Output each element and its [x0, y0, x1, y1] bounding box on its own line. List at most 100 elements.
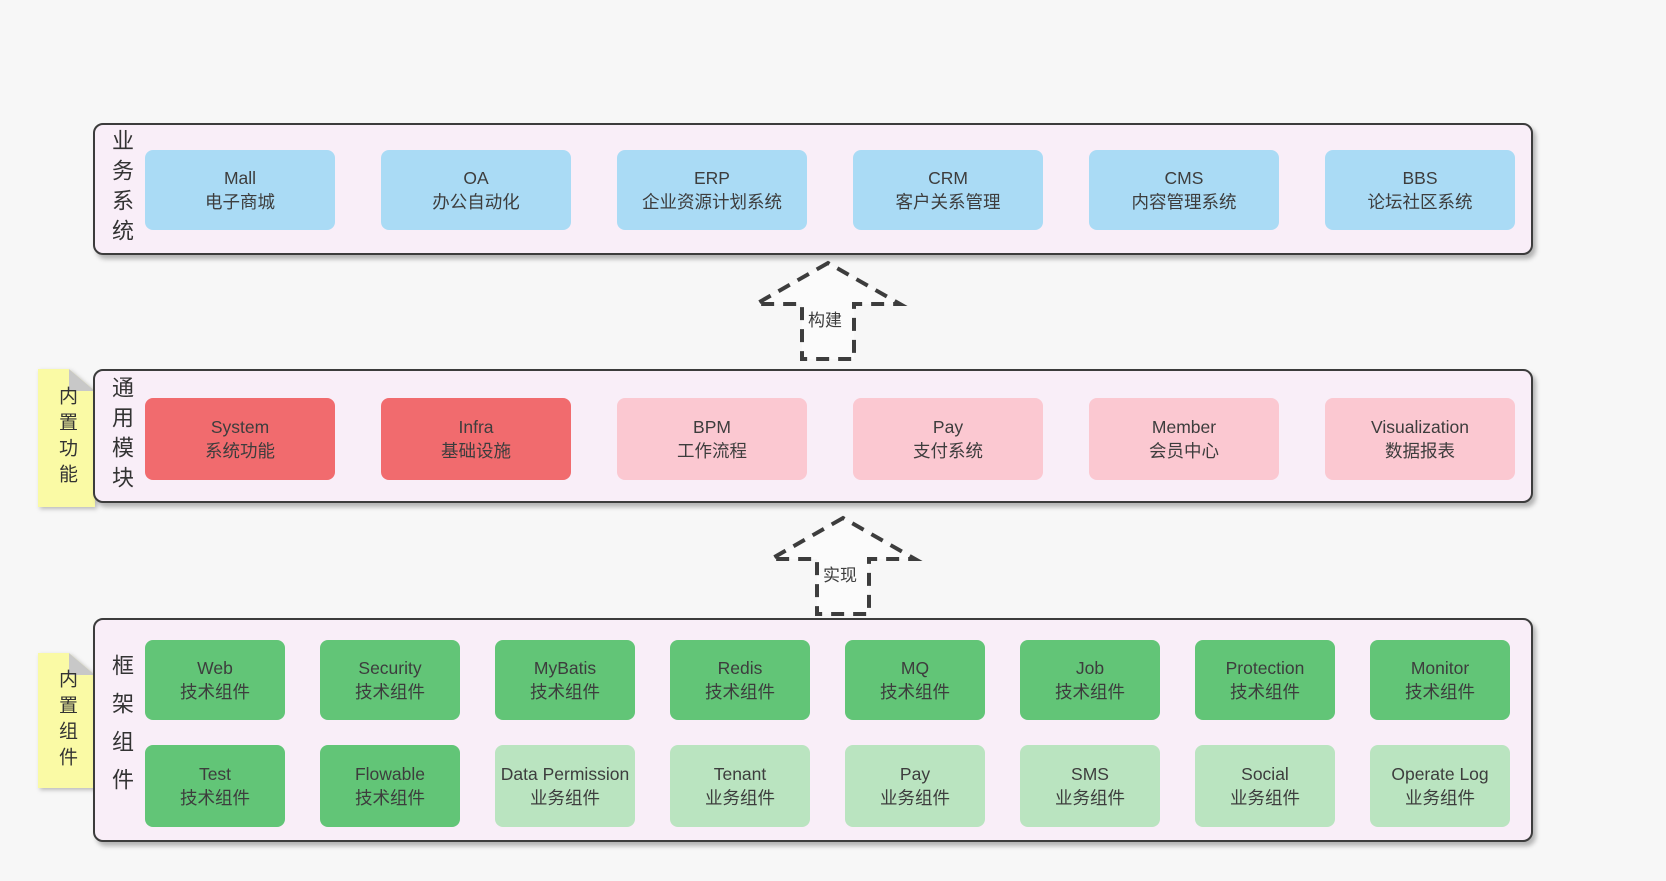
box-title: Monitor [1410, 657, 1470, 678]
box-security: Security 技术组件 [320, 640, 460, 720]
panel-common-modules: 通用模块 System 系统功能 Infra 基础设施 BPM 工作流程 Pay… [93, 369, 1533, 503]
box-visualization: Visualization 数据报表 [1325, 398, 1515, 480]
box-mybatis: MyBatis 技术组件 [495, 640, 635, 720]
box-title: Web [197, 657, 233, 678]
panel-title-common-modules: 通用模块 [109, 376, 134, 496]
box-subtitle: 技术组件 [1405, 682, 1475, 702]
box-title: CRM [928, 167, 968, 188]
box-title: Pay [899, 763, 931, 784]
box-tenant: Tenant 业务组件 [670, 745, 810, 827]
box-subtitle: 技术组件 [530, 682, 600, 702]
box-title: OA [463, 167, 489, 188]
box-cms: CMS 内容管理系统 [1089, 150, 1279, 230]
arrow-implement-label: 实现 [819, 560, 861, 587]
box-subtitle: 会员中心 [1149, 441, 1219, 461]
box-title: Tenant [713, 763, 767, 784]
box-subtitle: 客户关系管理 [895, 192, 1001, 212]
box-title: Test [198, 763, 232, 784]
box-subtitle: 论坛社区系统 [1367, 192, 1473, 212]
box-subtitle: 数据报表 [1385, 441, 1455, 461]
box-subtitle: 技术组件 [1055, 682, 1125, 702]
tag-label: 内置组件 [56, 668, 77, 773]
panel-title-business-systems: 业务系统 [109, 129, 134, 249]
box-title: Infra [458, 416, 494, 437]
box-subtitle: 业务组件 [1055, 788, 1125, 808]
box-title: CMS [1164, 167, 1204, 188]
box-title: Pay [932, 416, 964, 437]
box-infra: Infra 基础设施 [381, 398, 571, 480]
tag-built-in-components: 内置组件 [38, 653, 95, 788]
box-subtitle: 业务组件 [705, 788, 775, 808]
box-subtitle: 支付系统 [913, 441, 983, 461]
business-systems-row: Mall 电子商城 OA 办公自动化 ERP 企业资源计划系统 CRM 客户关系… [145, 150, 1515, 230]
box-title: Job [1075, 657, 1105, 678]
box-subtitle: 业务组件 [530, 788, 600, 808]
box-title: Data Permission [500, 763, 630, 784]
framework-row-1: Web 技术组件 Security 技术组件 MyBatis 技术组件 Redi… [145, 640, 1510, 720]
tag-label: 内置功能 [56, 386, 77, 490]
box-sms: SMS 业务组件 [1020, 745, 1160, 827]
sticky-note: 内置功能 [38, 369, 95, 507]
box-test: Test 技术组件 [145, 745, 285, 827]
box-title: BPM [693, 416, 731, 437]
common-modules-row: System 系统功能 Infra 基础设施 BPM 工作流程 Pay 支付系统… [145, 398, 1515, 480]
box-title: Redis [717, 657, 763, 678]
box-subtitle: 技术组件 [180, 682, 250, 702]
tag-built-in-features: 内置功能 [38, 369, 95, 507]
box-subtitle: 技术组件 [705, 682, 775, 702]
box-subtitle: 内容管理系统 [1131, 192, 1237, 212]
box-subtitle: 业务组件 [1230, 788, 1300, 808]
box-subtitle: 系统功能 [205, 441, 275, 461]
box-title: Flowable [354, 763, 426, 784]
box-title: Visualization [1371, 416, 1469, 437]
box-title: System [210, 416, 270, 437]
box-subtitle: 技术组件 [180, 788, 250, 808]
box-member: Member 会员中心 [1089, 398, 1279, 480]
box-bbs: BBS 论坛社区系统 [1325, 150, 1515, 230]
box-erp: ERP 企业资源计划系统 [617, 150, 807, 230]
box-mq: MQ 技术组件 [845, 640, 985, 720]
panel-title-framework-components: 框架组件 [109, 654, 134, 806]
panel-framework-components: 框架组件 Web 技术组件 Security 技术组件 MyBatis 技术组件… [93, 618, 1533, 842]
box-crm: CRM 客户关系管理 [853, 150, 1043, 230]
box-title: BBS [1402, 167, 1438, 188]
box-title: Social [1241, 763, 1289, 784]
box-subtitle: 技术组件 [355, 788, 425, 808]
box-redis: Redis 技术组件 [670, 640, 810, 720]
box-protection: Protection 技术组件 [1195, 640, 1335, 720]
box-system: System 系统功能 [145, 398, 335, 480]
box-data-permission: Data Permission 业务组件 [495, 745, 635, 827]
box-title: Protection [1225, 657, 1305, 678]
framework-row-2: Test 技术组件 Flowable 技术组件 Data Permission … [145, 745, 1510, 827]
panel-business-systems: 业务系统 Mall 电子商城 OA 办公自动化 ERP 企业资源计划系统 CRM… [93, 123, 1533, 255]
box-pay: Pay 支付系统 [853, 398, 1043, 480]
box-subtitle: 办公自动化 [432, 192, 520, 212]
sticky-note: 内置组件 [38, 653, 95, 788]
box-oa: OA 办公自动化 [381, 150, 571, 230]
arrow-build-label: 构建 [804, 305, 846, 332]
box-subtitle: 技术组件 [355, 682, 425, 702]
box-title: Member [1151, 416, 1217, 437]
box-subtitle: 业务组件 [1405, 788, 1475, 808]
box-subtitle: 业务组件 [880, 788, 950, 808]
box-title: SMS [1071, 763, 1109, 784]
box-title: MQ [900, 657, 930, 678]
box-subtitle: 技术组件 [1230, 682, 1300, 702]
box-subtitle: 技术组件 [880, 682, 950, 702]
box-title: ERP [694, 167, 730, 188]
box-bpm: BPM 工作流程 [617, 398, 807, 480]
box-social: Social 业务组件 [1195, 745, 1335, 827]
box-job: Job 技术组件 [1020, 640, 1160, 720]
box-title: MyBatis [533, 657, 597, 678]
box-operate-log: Operate Log 业务组件 [1370, 745, 1510, 827]
box-web: Web 技术组件 [145, 640, 285, 720]
box-subtitle: 企业资源计划系统 [642, 192, 782, 212]
box-subtitle: 基础设施 [441, 441, 511, 461]
box-title: Operate Log [1391, 763, 1489, 784]
box-subtitle: 电子商城 [205, 192, 275, 212]
box-pay-component: Pay 业务组件 [845, 745, 985, 827]
box-subtitle: 工作流程 [677, 441, 747, 461]
box-flowable: Flowable 技术组件 [320, 745, 460, 827]
box-mall: Mall 电子商城 [145, 150, 335, 230]
